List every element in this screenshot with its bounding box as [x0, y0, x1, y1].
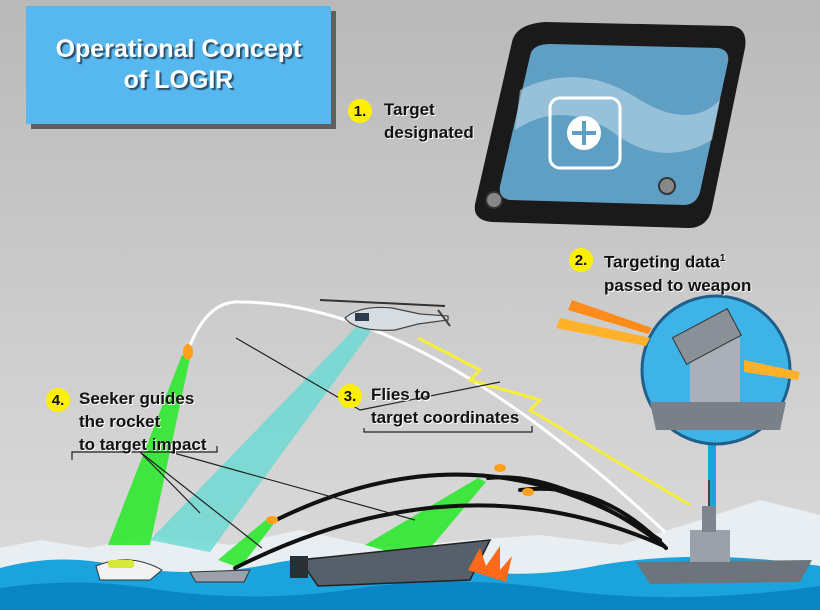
step-4-badge: 4. [46, 388, 70, 412]
step-1-badge: 1. [348, 99, 372, 123]
sea-waves [0, 581, 820, 610]
step-2-line-1: Targeting data [604, 252, 720, 272]
rocket-climb-trajectory [184, 300, 667, 534]
rocket-glows [183, 344, 534, 524]
title-box: Operational Concept of LOGIR [26, 6, 331, 124]
explosion [468, 546, 512, 582]
small-boat [189, 569, 251, 583]
step-2-badge: 2. [569, 248, 593, 272]
targeting-display-monitor [474, 22, 746, 228]
jet-ski [95, 559, 163, 581]
step-4-line-1: Seeker guides [79, 389, 195, 408]
step-1-line-1: Target [384, 100, 435, 119]
step-3-line-2: target coordinates [371, 408, 520, 427]
helicopter [319, 299, 451, 331]
step-2-line-2: passed to weapon [604, 275, 752, 295]
seeker-cone-1 [108, 355, 190, 545]
title-line-1: Operational Concept [55, 35, 302, 63]
step-2-footnote-mark: 1 [719, 253, 726, 264]
destroyer-ship [636, 480, 812, 584]
step-2-label: Targeting data1 passed to weapon [604, 247, 751, 297]
data-link-bolt [417, 336, 691, 507]
step-3-line-1: Flies to [371, 385, 431, 404]
patrol-boat [290, 539, 492, 587]
launcher-inset [556, 294, 800, 520]
title-line-2: of LOGIR [123, 66, 234, 94]
step-4-line-3: to target impact [79, 435, 207, 454]
helicopter-designation-beam [150, 325, 372, 552]
seeker-cone-2 [218, 518, 275, 568]
coastline-mountains [0, 500, 820, 575]
step-3-badge: 3. [338, 384, 362, 408]
step-3-label: Flies to target coordinates [371, 383, 519, 429]
step-4-label: Seeker guides the rocket to target impac… [79, 387, 207, 456]
step-1-label: Target designated [384, 98, 474, 144]
seeker-cone-3 [365, 478, 486, 560]
step-4-line-2: the rocket [79, 412, 161, 431]
step-1-line-2: designated [384, 123, 474, 142]
